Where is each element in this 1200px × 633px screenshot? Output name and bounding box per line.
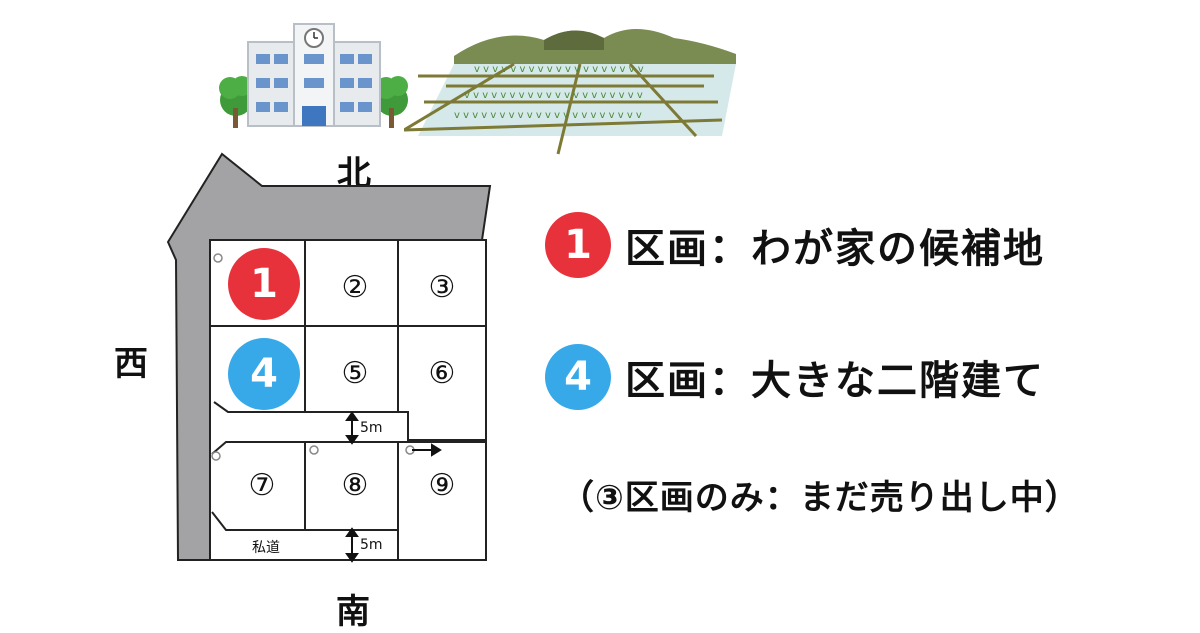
compass-west: 西 [114, 344, 148, 384]
legend-row-4: 4 区画：大きな二階建て [545, 342, 1045, 412]
svg-text:v v v v v v v v v v v v v v v: v v v v v v v v v v v v v v v v v v v [474, 64, 644, 75]
lot-2: ② [341, 270, 369, 305]
inner-road [211, 401, 487, 455]
legend-row-1: 1 区画：わが家の候補地 [545, 210, 1045, 280]
compass-south: 南 [336, 592, 370, 632]
private-road-width: 5m [360, 537, 383, 553]
lot-7: ⑦ [248, 468, 276, 503]
legend-badge-1: 1 [545, 212, 611, 278]
lot-4: 4 [228, 338, 300, 410]
inner-road-width: 5m [360, 420, 383, 436]
private-road [211, 511, 399, 560]
legend-text-4: 区画：大きな二階建て [625, 358, 1045, 404]
legend-text-1: 区画：わが家の候補地 [625, 226, 1045, 272]
school-building-icon [219, 23, 408, 128]
svg-text:v v v v v v v v v v v v v v v: v v v v v v v v v v v v v v v v v v v v [464, 90, 643, 101]
lot-3: ③ [428, 270, 456, 305]
lot-1: 1 [228, 248, 300, 320]
private-road-label: 私道 [252, 540, 280, 556]
svg-text:v v v v v v v v v v v v v v v: v v v v v v v v v v v v v v v v v v v v … [454, 110, 642, 121]
lot-5: ⑤ [341, 356, 369, 391]
lot-9: ⑨ [428, 468, 456, 503]
lot-8: ⑧ [341, 468, 369, 503]
availability-note: （③区画のみ：まだ売り出し中） [560, 478, 1080, 518]
lot-6: ⑥ [428, 356, 456, 391]
rice-field-mountain-icon: v v v v v v v v v v v v v v v v v v v v … [404, 29, 736, 155]
legend-badge-4: 4 [545, 344, 611, 410]
